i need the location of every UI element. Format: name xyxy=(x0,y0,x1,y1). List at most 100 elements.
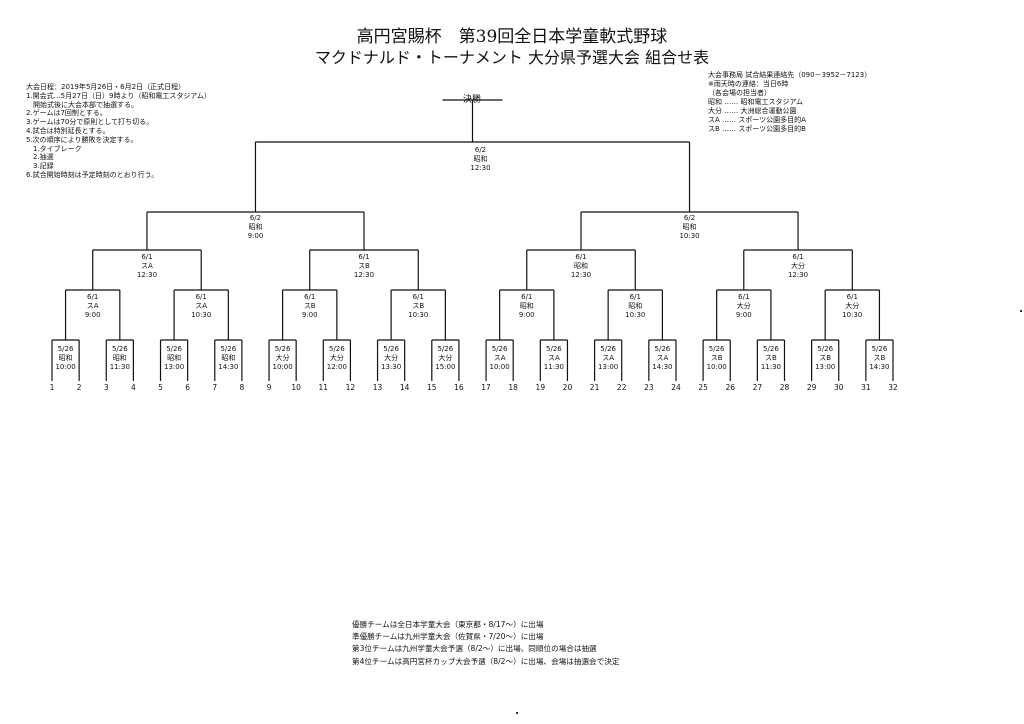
match-venue: スB xyxy=(412,302,424,310)
match-date: 6/2 xyxy=(475,146,486,154)
match-venue: 昭和 xyxy=(59,353,73,362)
match-time: 10:30 xyxy=(191,311,211,319)
match-time: 12:30 xyxy=(788,271,808,279)
match-date: 5/26 xyxy=(492,345,508,353)
team-number: 22 xyxy=(617,383,627,392)
match-time: 9:00 xyxy=(302,311,318,319)
match-venue: 大分 xyxy=(438,353,452,362)
match-time: 12:00 xyxy=(327,363,347,371)
scan-speck xyxy=(1020,310,1022,312)
match-time: 10:00 xyxy=(490,363,510,371)
team-number: 15 xyxy=(427,383,437,392)
match-date: 5/26 xyxy=(166,345,182,353)
team-number: 32 xyxy=(888,383,898,392)
match-date: 5/26 xyxy=(112,345,128,353)
match-date: 6/1 xyxy=(358,253,369,261)
match-date: 5/26 xyxy=(58,345,74,353)
match-venue: 大分 xyxy=(384,353,398,362)
team-number: 29 xyxy=(807,383,817,392)
team-number: 19 xyxy=(536,383,546,392)
match-time: 11:30 xyxy=(544,363,564,371)
match-venue: 昭和 xyxy=(520,301,534,310)
match-date: 5/26 xyxy=(220,345,236,353)
match-venue: 大分 xyxy=(276,353,290,362)
scan-speck xyxy=(516,712,518,714)
team-number: 7 xyxy=(212,383,217,392)
note-left-line: 4.試合は特別延長とする。 xyxy=(26,126,110,135)
team-number: 10 xyxy=(291,383,301,392)
team-number: 31 xyxy=(861,383,871,392)
match-venue: スA xyxy=(657,354,669,362)
match-date: 6/1 xyxy=(630,293,641,301)
match-date: 6/1 xyxy=(413,293,424,301)
match-venue: スA xyxy=(602,354,614,362)
note-left-line: 5.次の順序により勝敗を決定する。 xyxy=(26,135,138,144)
match-time: 14:30 xyxy=(869,363,889,371)
match-venue: 昭和 xyxy=(248,222,262,231)
team-number: 4 xyxy=(131,383,136,392)
note-right-line: 大会事務局 試合結果連絡先（090－3952－7123） xyxy=(708,71,872,79)
match-venue: スB xyxy=(304,302,316,310)
match-time: 12:30 xyxy=(354,271,374,279)
match-time: 10:00 xyxy=(55,363,75,371)
match-date: 5/26 xyxy=(383,345,399,353)
match-venue: 大分 xyxy=(791,261,805,270)
match-time: 13:30 xyxy=(381,363,401,371)
match-date: 6/2 xyxy=(684,214,695,222)
notes-left: 大会日程：2019年5月26日・6月2日（正式日程） 1.開会式…5月27日（日… xyxy=(26,83,211,180)
note-right-line: スB …… スポーツ公園多目的B xyxy=(708,125,806,133)
team-number: 26 xyxy=(725,383,735,392)
match-date: 5/26 xyxy=(763,345,779,353)
match-time: 11:30 xyxy=(761,363,781,371)
team-number: 2 xyxy=(77,383,82,392)
match-date: 6/1 xyxy=(196,293,207,301)
match-date: 6/1 xyxy=(738,293,749,301)
match-date: 5/26 xyxy=(438,345,454,353)
match-time: 12:30 xyxy=(137,271,157,279)
team-number: 11 xyxy=(319,383,329,392)
match-time: 10:00 xyxy=(707,363,727,371)
note-left-line: 2.抽選 xyxy=(26,153,54,162)
match-venue: 昭和 xyxy=(474,154,488,163)
match-time: 12:30 xyxy=(470,164,490,172)
team-number: 3 xyxy=(104,383,109,392)
footer-line: 準優勝チームは九州学童大会（佐賀県・7/20～）に出場 xyxy=(352,632,544,642)
note-right-line: 昭和 …… 昭和電工スタジアム xyxy=(708,98,803,106)
match-venue: 昭和 xyxy=(113,353,127,362)
note-right-line: ※雨天時の連絡：当日6時 xyxy=(708,80,789,88)
match-date: 6/1 xyxy=(847,293,858,301)
note-left-line: 1.タイブレーク xyxy=(26,144,82,153)
note-left-line: 6.試合開始時刻は予定時刻のとおり行う。 xyxy=(26,170,159,179)
team-number: 1 xyxy=(50,383,55,392)
team-number: 12 xyxy=(346,383,356,392)
match-date: 6/1 xyxy=(575,253,586,261)
match-date: 5/26 xyxy=(546,345,562,353)
match-time: 10:30 xyxy=(679,232,699,240)
match-venue: 大分 xyxy=(845,301,859,310)
match-date: 6/1 xyxy=(304,293,315,301)
match-venue: スA xyxy=(141,262,153,270)
notes-right: 大会事務局 試合結果連絡先（090－3952－7123） ※雨天時の連絡：当日6… xyxy=(708,71,871,134)
footer-line: 第4位チームは高円宮杯カップ大会予選（8/2～）に出場、会場は抽選会で決定 xyxy=(352,656,620,666)
match-venue: スA xyxy=(494,354,506,362)
match-venue: スA xyxy=(87,302,99,310)
